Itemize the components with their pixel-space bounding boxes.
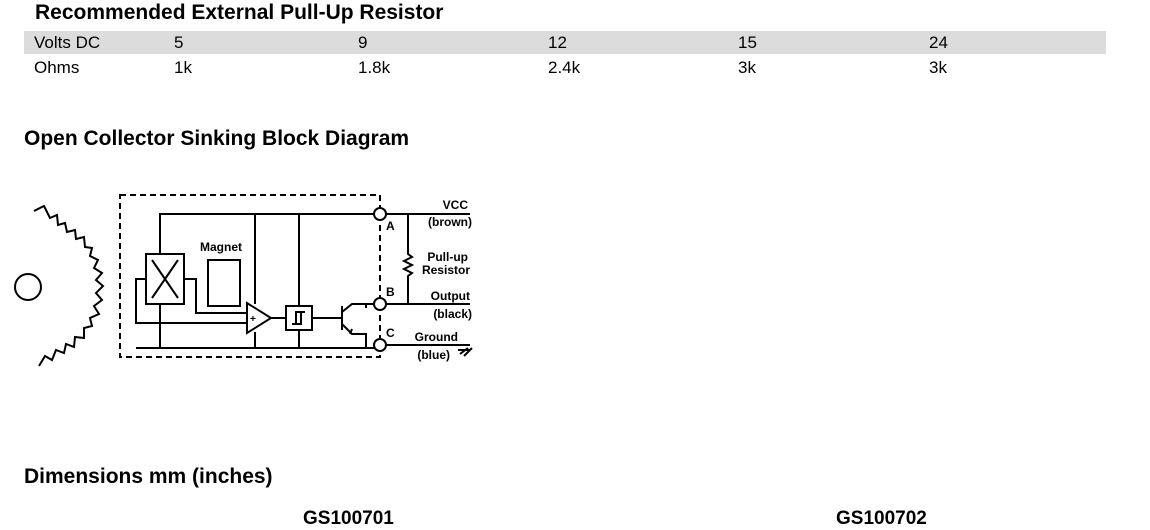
pin-c-label: C — [386, 326, 395, 340]
resistor-section-title: Recommended External Pull-Up Resistor — [35, 1, 444, 24]
diagram-section-title: Open Collector Sinking Block Diagram — [24, 127, 410, 150]
output-label: Output — [431, 289, 470, 303]
table-cell: 15 — [738, 33, 757, 52]
pull-up-resistor — [401, 214, 415, 304]
pin-b-label: B — [386, 285, 395, 299]
table-cell: 2.4k — [548, 58, 581, 77]
table-cell: 5 — [174, 33, 184, 52]
vcc-rail — [159, 213, 380, 254]
magnet-label: Magnet — [200, 240, 242, 254]
sensor-housing — [119, 194, 381, 358]
table-row-header: Ohms — [34, 58, 80, 77]
amplifier — [246, 301, 273, 335]
ground-icon — [458, 347, 473, 357]
blue-label: (blue) — [417, 348, 450, 362]
resistor-label: Resistor — [422, 263, 470, 277]
table-cell: 24 — [929, 33, 948, 52]
table-cell: 3k — [929, 58, 947, 77]
table-cell: 12 — [548, 33, 567, 52]
table-row: Ohms 1k 1.8k 2.4k 3k 3k — [24, 56, 1106, 79]
pullup-label: Pull-up — [427, 250, 468, 264]
terminal-b — [373, 297, 387, 311]
ground-label: Ground — [415, 330, 458, 344]
table-cell: 1.8k — [358, 58, 391, 77]
terminal-c — [373, 338, 387, 352]
black-label: (black) — [433, 307, 472, 321]
magnet — [207, 259, 241, 307]
part-number-label: GS100702 — [836, 508, 927, 529]
gear-icon — [14, 204, 105, 367]
table-row-header: Volts DC — [34, 33, 101, 52]
vcc-label: VCC — [443, 198, 469, 212]
part-number-label: GS100701 — [303, 508, 394, 529]
pin-a-label: A — [386, 219, 395, 233]
amp-plus-label: + — [250, 314, 256, 325]
table-row: Volts DC 5 9 12 15 24 — [24, 31, 1106, 54]
brown-label: (brown) — [428, 215, 472, 229]
terminal-a — [373, 207, 387, 221]
table-cell: 9 — [358, 33, 368, 52]
table-cell: 3k — [738, 58, 756, 77]
table-cell: 1k — [174, 58, 192, 77]
block-diagram: Magnet + A B C VCC (brown) Pull-up Resis… — [14, 194, 473, 367]
dimensions-section-title: Dimensions mm (inches) — [24, 465, 273, 488]
schmitt-trigger — [285, 305, 313, 331]
